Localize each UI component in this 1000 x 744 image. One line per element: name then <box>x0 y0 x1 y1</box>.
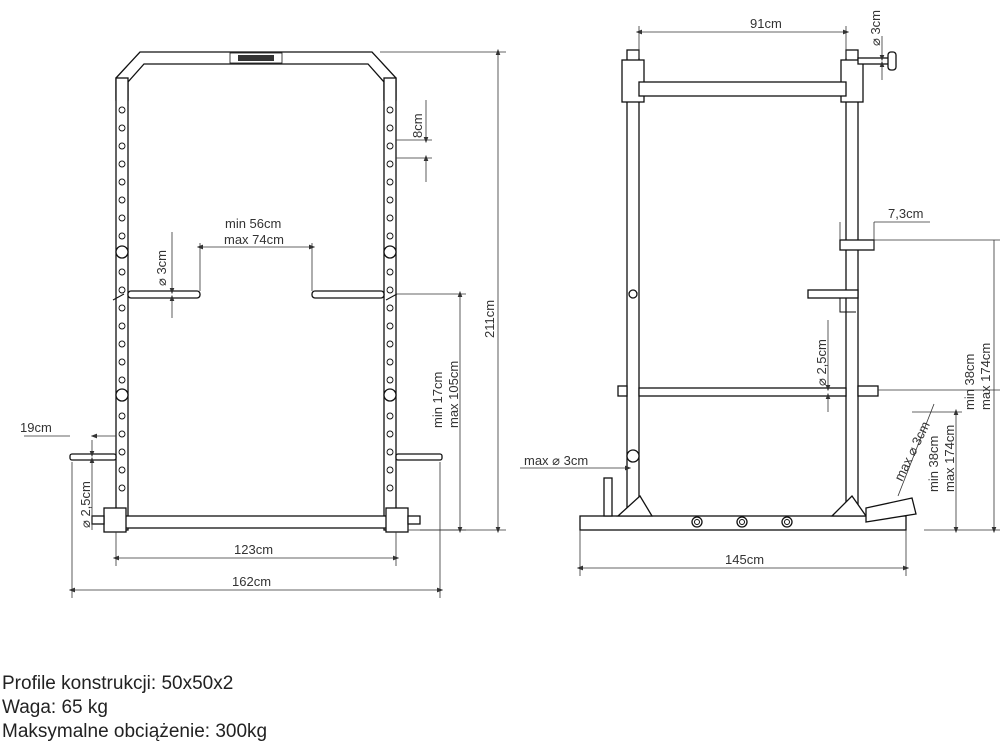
front-base-bar <box>115 515 397 529</box>
upright-hole <box>386 340 394 348</box>
dim-hook-span-min: min 56cm <box>225 216 281 231</box>
upright-hole <box>386 430 394 438</box>
dim-bar-length: 19cm <box>20 420 52 435</box>
dim-depth-total: 145cm <box>725 552 764 567</box>
side-top-pin <box>857 57 893 65</box>
side-mid-crossbar <box>638 387 847 397</box>
left-bar <box>69 453 117 461</box>
dim-safety-height-max: max 174cm <box>978 343 993 410</box>
upright-hole <box>386 196 394 204</box>
upright-hole <box>118 376 126 384</box>
dim-width-total: 162cm <box>232 574 271 589</box>
upright-hole <box>386 178 394 186</box>
spec-list: Profile konstrukcji: 50x50x2 Waga: 65 kg… <box>2 672 267 744</box>
upright-hole <box>386 376 394 384</box>
dim-hole-spacing: 8cm <box>410 113 425 138</box>
side-safety-arm <box>807 289 859 299</box>
side-front-upright <box>626 49 640 519</box>
dim-angled-height-max: max 174cm <box>942 425 957 492</box>
upright-hole <box>386 214 394 222</box>
upright-hole <box>118 448 126 456</box>
upright-hole <box>118 142 126 150</box>
upright-hole <box>118 196 126 204</box>
spec-weight: Waga: 65 kg <box>2 697 108 718</box>
upright-hole <box>118 430 126 438</box>
upright-hole <box>386 304 394 312</box>
upright-hole <box>386 412 394 420</box>
side-rear-upright <box>845 49 859 519</box>
upright-hole <box>118 160 126 168</box>
upright-holes <box>118 106 394 492</box>
upright-hole <box>118 340 126 348</box>
upright-hole <box>118 412 126 420</box>
dim-hook-span-max: max 74cm <box>224 232 284 247</box>
side-hook <box>839 239 875 251</box>
dim-pin-diameter: ⌀ 3cm <box>154 250 169 286</box>
upright-hole <box>386 322 394 330</box>
upright-hole <box>118 106 126 114</box>
right-bar <box>395 453 443 461</box>
upright-hole <box>386 142 394 150</box>
dim-hook-height-min: min 17cm <box>430 372 445 428</box>
dim-depth-top: 91cm <box>750 16 782 31</box>
dim-angled-height-min: min 38cm <box>926 436 941 492</box>
upright-hole <box>118 322 126 330</box>
upright-hole <box>118 484 126 492</box>
upright-hole <box>386 232 394 240</box>
spec-profile: Profile konstrukcji: 50x50x2 <box>2 673 234 694</box>
upright-hole <box>386 160 394 168</box>
upright-hole <box>386 106 394 114</box>
upright-hole <box>118 268 126 276</box>
upright-hole <box>386 484 394 492</box>
dim-hook-depth: 7,3cm <box>888 206 923 221</box>
front-view: 162cm 123cm 211cm 8cm ⌀ 3cm min 56cm max… <box>20 48 506 598</box>
dim-safety-height-min: min 38cm <box>962 354 977 410</box>
upright-hole <box>386 286 394 294</box>
upright-hole <box>118 466 126 474</box>
spec-max-load: Maksymalne obciążenie: 300kg <box>2 721 268 742</box>
dim-height: 211cm <box>482 300 497 338</box>
dim-hook-height-max: max 105cm <box>446 361 461 428</box>
right-j-hook <box>311 290 385 299</box>
side-top-crossbar <box>638 81 847 97</box>
dim-width-inner: 123cm <box>234 542 273 557</box>
dim-side-bar-diameter: ⌀ 2,5cm <box>814 339 829 386</box>
side-view: 91cm ⌀ 3cm 7,3cm ⌀ 2,5cm min 38cm max 17… <box>520 10 1000 576</box>
left-j-hook <box>127 290 201 299</box>
upright-hole <box>118 304 126 312</box>
upright-hole <box>386 448 394 456</box>
upright-hole <box>386 358 394 366</box>
upright-hole <box>118 358 126 366</box>
upright-hole <box>118 214 126 222</box>
upright-hole <box>118 124 126 132</box>
rack-technical-drawing: 162cm 123cm 211cm 8cm ⌀ 3cm min 56cm max… <box>20 10 1000 598</box>
upright-hole <box>118 178 126 186</box>
dim-top-pin-diameter: ⌀ 3cm <box>868 10 883 46</box>
upright-hole <box>386 124 394 132</box>
upright-hole <box>386 466 394 474</box>
dim-base-pin-diameter: max ⌀ 3cm <box>524 453 588 468</box>
upright-hole <box>386 268 394 276</box>
dim-bar-diameter: ⌀ 2,5cm <box>78 481 93 528</box>
upright-hole <box>118 232 126 240</box>
upright-hole <box>118 286 126 294</box>
